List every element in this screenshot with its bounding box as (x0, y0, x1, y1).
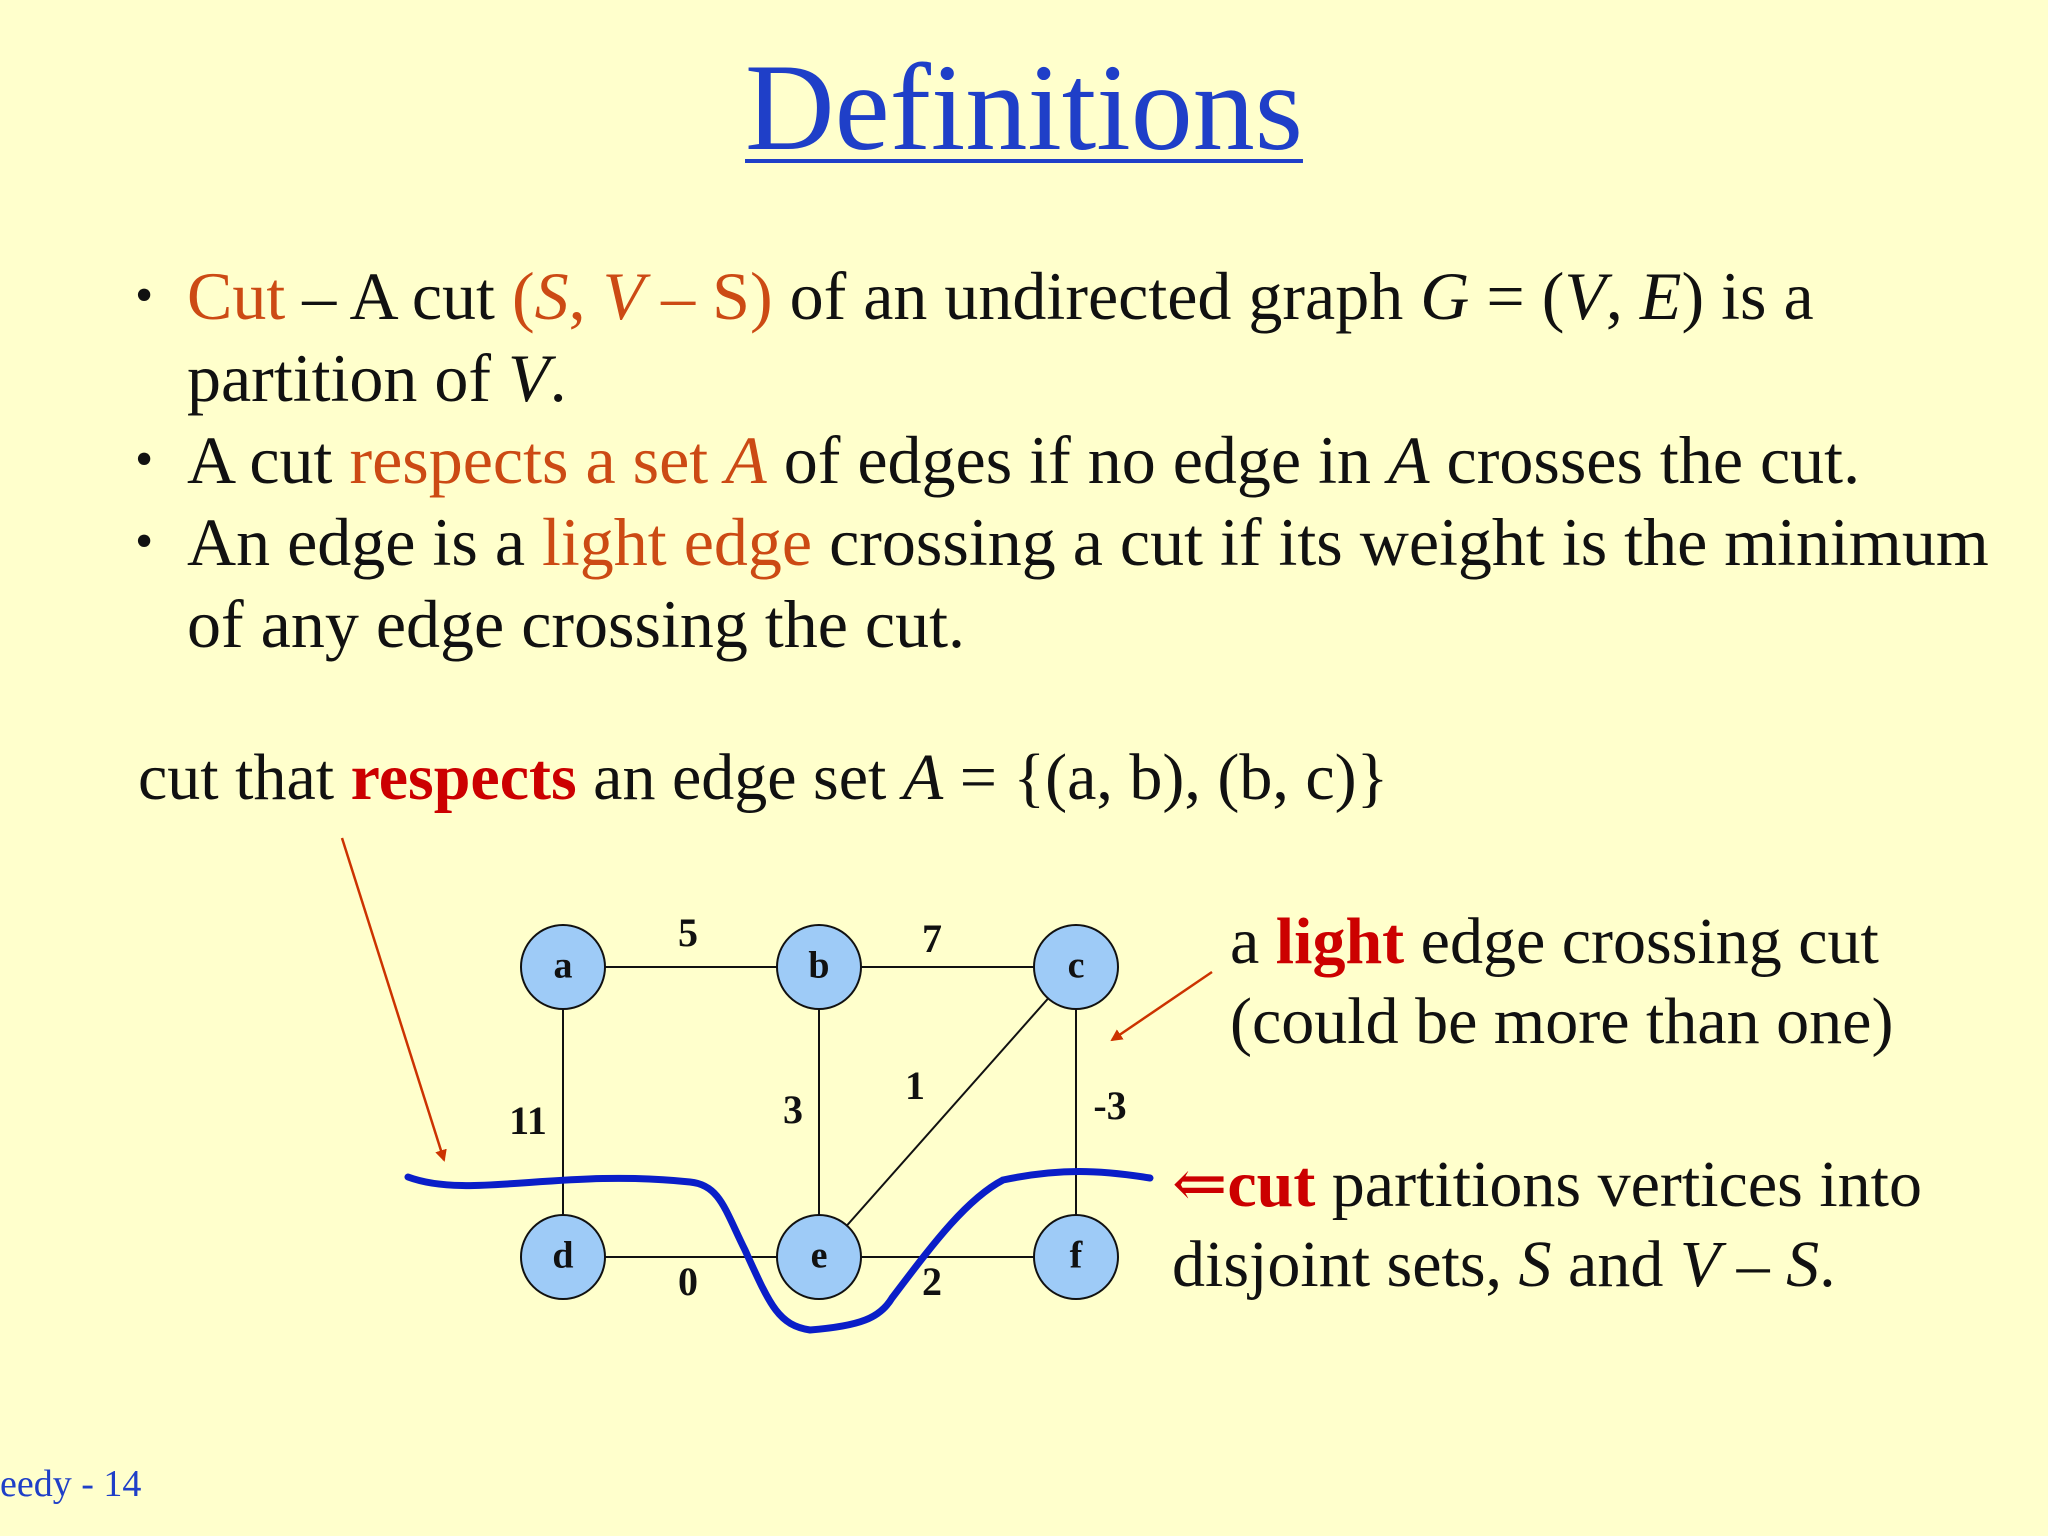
bullet-cut-definition: • Cut – A cut (S, V – S) of an undirecte… (135, 255, 2015, 419)
graph-node-f: f (1033, 1214, 1119, 1300)
graph-node-c: c (1033, 924, 1119, 1010)
caption-partition: ⇐cut partitions vertices into disjoint s… (1172, 1145, 1922, 1305)
node-circle (1033, 924, 1119, 1010)
bullet-respects-definition: • A cut respects a set A of edges if no … (135, 419, 2015, 501)
cut-notation-open: ( (511, 258, 535, 334)
var-g: G (1420, 258, 1470, 334)
bullet-dot: • (135, 267, 154, 324)
edge-weight-a-d: 11 (509, 1098, 547, 1143)
node-label: e (811, 1235, 828, 1277)
text: – (1720, 1228, 1787, 1301)
graph-node-a: a (520, 924, 606, 1010)
var-s: S (1786, 1228, 1820, 1301)
text: . (549, 340, 567, 416)
edge-weight-c-e: 1 (905, 1063, 925, 1108)
term-light-edge: light edge (542, 504, 813, 580)
emphasis-respects: respects (350, 741, 577, 814)
bullet-list: • Cut – A cut (S, V – S) of an undirecte… (135, 255, 2015, 665)
caption-line: ⇐cut partitions vertices into (1172, 1145, 1922, 1225)
text: partitions vertices into (1315, 1148, 1922, 1221)
var-v: V (508, 340, 550, 416)
var-e: E (1639, 258, 1682, 334)
text: – A cut (285, 258, 512, 334)
text: = ( (1469, 258, 1565, 334)
caption-respects: cut that respects an edge set A = {(a, b… (138, 738, 1388, 818)
text: ) is a partition of (187, 258, 1814, 416)
text: an edge set (576, 741, 903, 814)
text: of edges if no edge in (766, 422, 1388, 498)
text: and (1551, 1228, 1680, 1301)
emphasis-light: light (1275, 905, 1405, 978)
edge-weight-c-f: -3 (1093, 1083, 1126, 1128)
text: , (1605, 258, 1640, 334)
node-circle (520, 1214, 606, 1300)
caption-line: (could be more than one) (1230, 985, 1894, 1058)
node-label: c (1068, 945, 1085, 987)
term-var-a: A (725, 422, 767, 498)
left-arrow-icon: ⇐ (1172, 1148, 1228, 1221)
text: A cut (187, 422, 350, 498)
node-circle (776, 1214, 862, 1300)
text: cut that (138, 741, 351, 814)
text: crossing a cut if its weight is the mini… (187, 504, 1989, 662)
nodes-layer: a b c d e f (520, 924, 1119, 1300)
edge-weight-a-b: 5 (678, 910, 698, 955)
graph-node-d: d (520, 1214, 606, 1300)
pointer-arrow-respects (340, 837, 447, 1162)
caption-line: disjoint sets, S and V – S. (1172, 1225, 1922, 1305)
var-a: A (902, 741, 944, 814)
node-label: b (808, 945, 829, 987)
slide-footer: eedy - 14 (0, 1463, 142, 1505)
bullet-dot: • (135, 513, 154, 570)
text: disjoint sets, (1172, 1228, 1519, 1301)
node-label: a (554, 945, 573, 987)
caption-light-edge: a light edge crossing cut (could be more… (1230, 902, 1893, 1062)
cut-curve (404, 1168, 1154, 1334)
text: a (1230, 905, 1276, 978)
edge-weight-b-c: 7 (922, 916, 942, 961)
var-a: A (1387, 422, 1430, 498)
node-circle (520, 924, 606, 1010)
text: edge crossing cut (1404, 905, 1879, 978)
var-s: S (1518, 1228, 1552, 1301)
bullet-light-edge-definition: • An edge is a light edge crossing a cut… (135, 501, 2015, 665)
bullet-dot: • (135, 431, 154, 488)
cut-notation-s: S (534, 258, 569, 334)
cut-notation-comma: , (568, 258, 603, 334)
node-label: f (1070, 1235, 1084, 1277)
caption-line: a light edge crossing cut (1230, 902, 1893, 982)
term-cut: Cut (187, 258, 286, 334)
node-circle (1033, 1214, 1119, 1300)
text: of an undirected graph (772, 258, 1421, 334)
graph-node-b: b (776, 924, 862, 1010)
graph-node-e: e (776, 1214, 862, 1300)
text: . (1819, 1228, 1836, 1301)
edge-c-e (818, 966, 1077, 1258)
cut-notation-rest: – S) (644, 258, 773, 334)
text: An edge is a (187, 504, 543, 580)
edge-weight-d-e: 0 (678, 1259, 698, 1304)
pointer-arrow-light (1110, 970, 1213, 1042)
node-circle (776, 924, 862, 1010)
node-label: d (552, 1235, 573, 1277)
slide-title: Definitions (745, 39, 1303, 176)
text: crosses the cut. (1429, 422, 1861, 498)
var-v: V (1679, 1228, 1721, 1301)
edge-weight-e-f: 2 (922, 1259, 942, 1304)
emphasis-cut: cut (1227, 1148, 1316, 1221)
text: = {(a, b), (b, c)} (943, 741, 1389, 814)
edge-weight-b-e: 3 (783, 1087, 803, 1132)
term-respects: respects a set (349, 422, 726, 498)
cut-notation-v: V (602, 258, 645, 334)
var-v: V (1564, 258, 1606, 334)
